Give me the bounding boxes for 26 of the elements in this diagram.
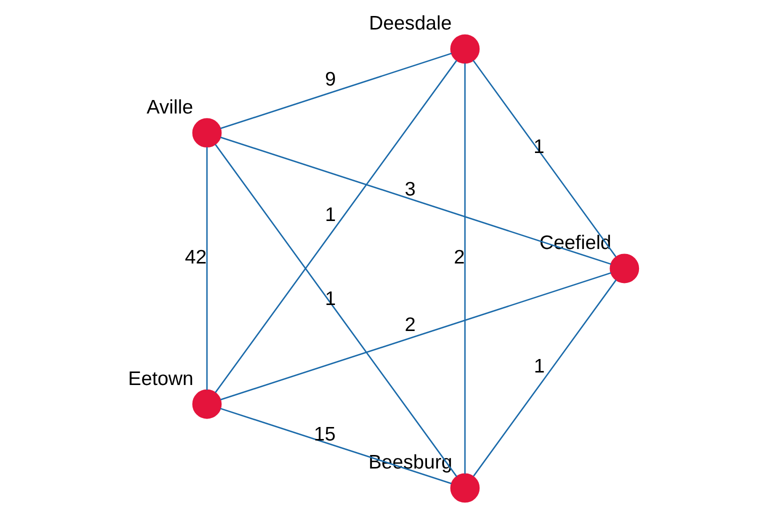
- edge-label: 15: [314, 424, 336, 446]
- connector: [472, 279, 617, 477]
- connector: [220, 272, 612, 400]
- node-label: Eetown: [128, 368, 194, 390]
- edge-label: 2: [454, 246, 465, 268]
- edge-label: 1: [324, 204, 336, 226]
- edge-label: 9: [324, 68, 336, 91]
- node-circle: [450, 473, 480, 503]
- connector: [206, 147, 208, 390]
- connector: [220, 52, 452, 130]
- node-label: Deesdale: [369, 12, 452, 35]
- edge-label: 42: [184, 246, 207, 268]
- connector: [220, 408, 452, 484]
- node-circle: [192, 118, 222, 148]
- node-label: Aville: [146, 96, 194, 119]
- connector: [214, 144, 458, 477]
- connector: [220, 136, 612, 265]
- connector: [464, 63, 466, 474]
- edge-label: 3: [404, 178, 416, 200]
- connector: [472, 60, 616, 258]
- connector: [214, 60, 458, 393]
- edge-label: 1: [534, 356, 545, 378]
- node-circle: [610, 254, 640, 284]
- node-circle: [450, 34, 480, 64]
- edge-label: 2: [404, 314, 416, 336]
- node-circle: [192, 389, 222, 419]
